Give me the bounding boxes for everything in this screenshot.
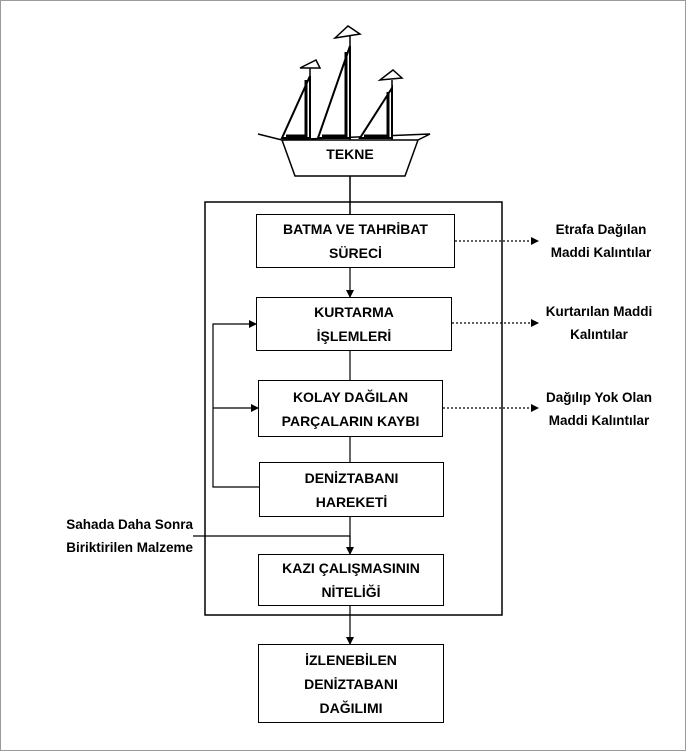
box-line: KOLAY DAĞILAN (292, 388, 409, 405)
box-line: HAREKETİ (315, 493, 388, 510)
label-line: Kurtarılan Maddi (545, 304, 653, 319)
box-line: SÜRECİ (329, 245, 382, 261)
output-label-scattered: Etrafa Dağılan Maddi Kalıntılar (536, 218, 666, 264)
box-line: İZLENEBİLEN (305, 651, 397, 668)
box-line: KAZI ÇALIŞMASININ (282, 560, 420, 576)
traceable-seabed-distribution-box: İZLENEBİLEN DENİZTABANI DAĞILIMI (258, 644, 444, 723)
box-line: KURTARMA (314, 304, 394, 320)
box-line: DENİZTABANI (304, 469, 399, 486)
seabed-movement-box: DENİZTABANI HAREKETİ (259, 462, 444, 517)
output-label-lost: Dağılıp Yok Olan Maddi Kalıntılar (532, 386, 666, 432)
box-line: İŞLEMLERİ (316, 328, 392, 344)
output-label-recovered: Kurtarılan Maddi Kalıntılar (532, 300, 666, 346)
sinking-destruction-box: BATMA VE TAHRİBAT SÜRECİ (256, 214, 455, 268)
label-line: Biriktirilen Malzeme (66, 540, 193, 555)
box-line: DAĞILIMI (319, 699, 383, 716)
loss-of-fragile-parts-box: KOLAY DAĞILAN PARÇALARIN KAYBI (258, 380, 443, 437)
process-container (204, 201, 503, 616)
label-line: Dağılıp Yok Olan (545, 390, 653, 405)
ship-label: TEKNE (326, 146, 374, 162)
box-line: PARÇALARIN KAYBI (281, 412, 420, 429)
label-line: Sahada Daha Sonra (66, 517, 193, 532)
label-line: Maddi Kalıntılar (550, 245, 652, 260)
label-line: Etrafa Dağılan (555, 222, 647, 237)
input-label-later-material: Sahada Daha Sonra Biriktirilen Malzeme (30, 513, 193, 559)
salvage-operations-box: KURTARMA İŞLEMLERİ (256, 297, 452, 351)
label-line: Kalıntılar (570, 327, 628, 342)
ship-icon (257, 25, 431, 177)
box-line: NİTELİĞİ (321, 584, 381, 600)
label-line: Maddi Kalıntılar (548, 413, 650, 428)
excavation-quality-box: KAZI ÇALIŞMASININ NİTELİĞİ (258, 554, 444, 606)
box-line: BATMA VE TAHRİBAT (283, 221, 428, 237)
box-line: DENİZTABANI (304, 675, 398, 692)
